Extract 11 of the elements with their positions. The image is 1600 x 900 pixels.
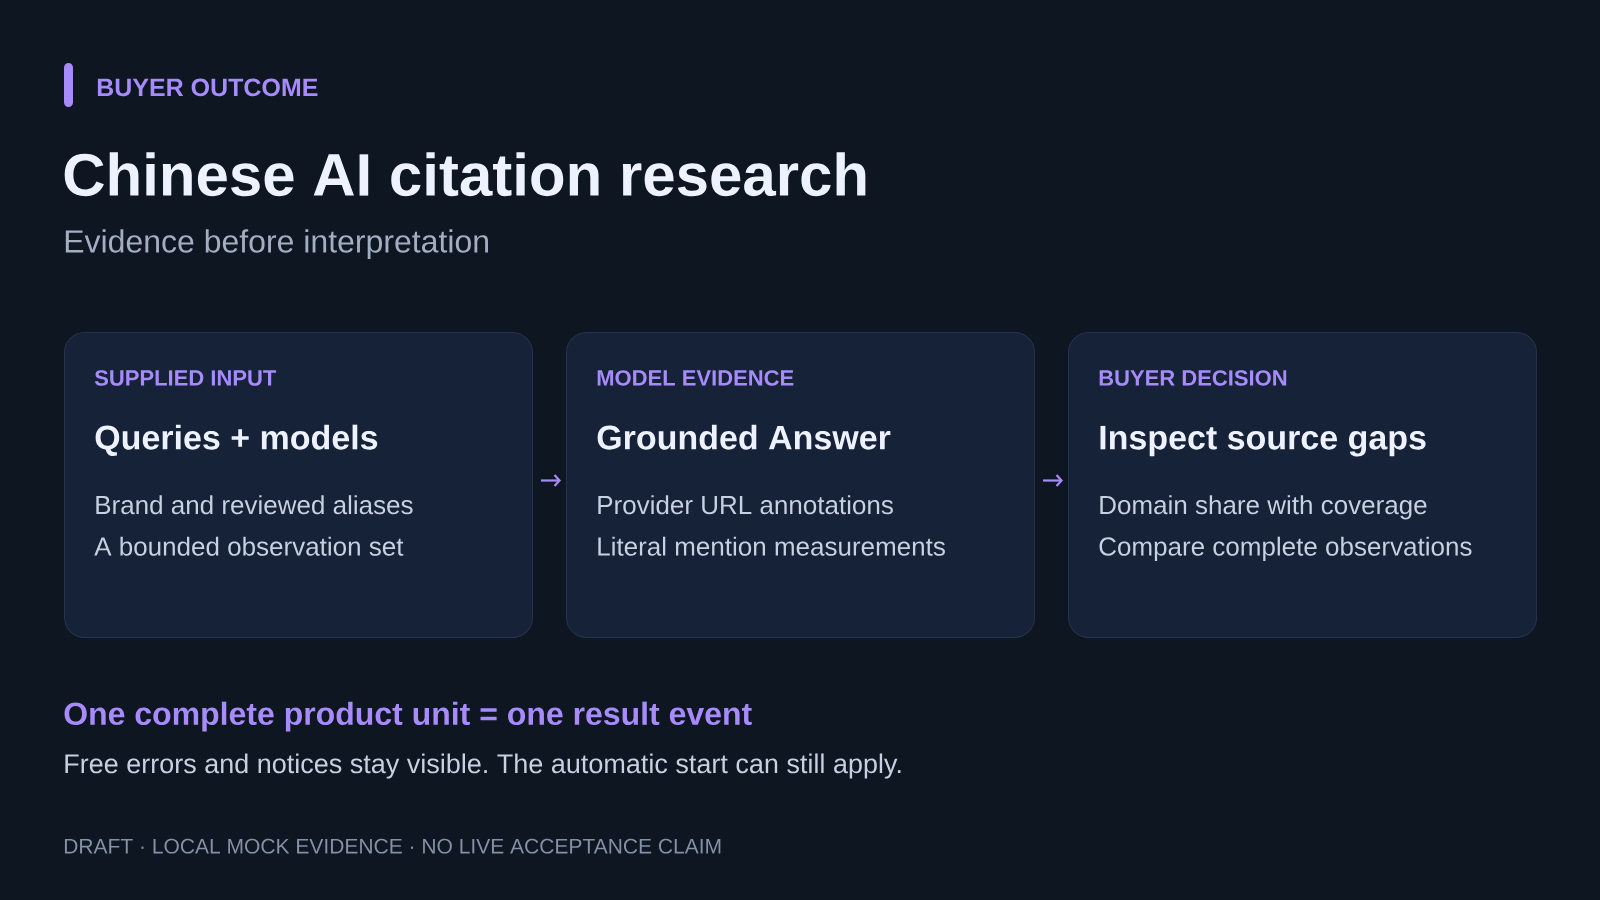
note-text: Free errors and notices stay visible. The automatic start can still apply. xyxy=(65,753,901,779)
section-label: BUYER OUTCOME xyxy=(97,78,318,97)
arrow xyxy=(541,474,561,487)
arrow xyxy=(1043,474,1063,487)
summary-heading: One complete product unit = one result event xyxy=(64,701,752,732)
subtitle: Evidence before interpretation xyxy=(65,229,488,260)
step-card: SUPPLIED INPUT Queries + models Brand and reviewed aliases A bounded observation set xyxy=(64,332,533,638)
footer-note: DRAFT · LOCAL MOCK EVIDENCE · NO LIVE ACCEPTANCE CLAIM xyxy=(64,838,721,854)
step-card: MODEL EVIDENCE Grounded Answer Provider URL annotations Literal mention measurements xyxy=(566,332,1035,638)
step-card: BUYER DECISION Inspect source gaps Domain share with coverage Compare complete observations xyxy=(1068,332,1537,638)
title: Chinese AI citation research xyxy=(64,152,866,197)
